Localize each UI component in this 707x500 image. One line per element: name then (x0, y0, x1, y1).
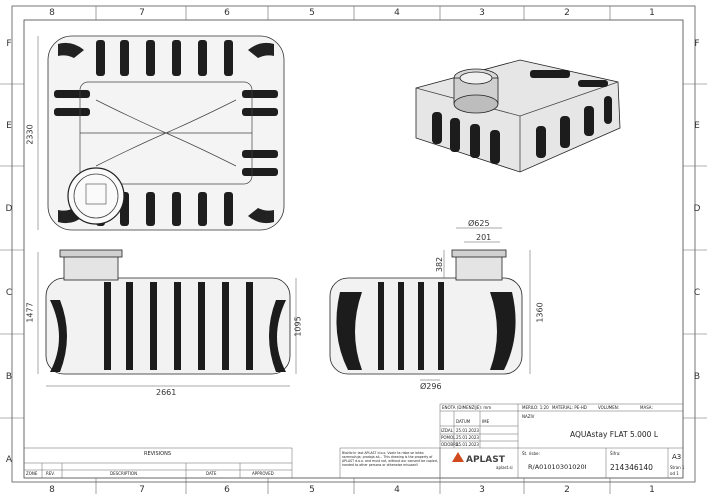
title-block (23, 403, 684, 479)
grid-col-1: 1 (649, 8, 655, 18)
grid-col-6: 6 (224, 8, 230, 18)
rev-col-rev: REV. (46, 471, 55, 476)
pom-label: POMOL (441, 435, 456, 440)
sheet-page: Stran 1 (670, 465, 685, 470)
dim-side-height: 1360 (535, 302, 545, 323)
izdal-date: 25.01.2023 (456, 428, 479, 433)
grid-row-d: D (5, 204, 13, 214)
grid-col-3: 3 (479, 8, 485, 18)
pom-date: 25.01.2023 (456, 435, 479, 440)
dim-front-length: 2661 (156, 388, 177, 397)
grid-row-b-right: B (693, 372, 701, 382)
scale-label: MERILO: 1:20 (522, 405, 549, 410)
dim-front-inner: 1095 (293, 316, 303, 337)
grid-ticks (0, 6, 707, 494)
rev-col-description: DESCRIPTION (110, 471, 138, 476)
ime-label: IME (482, 419, 490, 424)
dim-side-width: 201 (476, 233, 492, 242)
brand-name: APLAST (466, 455, 505, 465)
tank-side-view (329, 249, 523, 375)
dim-side-outlet: Ø296 (420, 382, 442, 391)
aplast-logo-mark (452, 452, 464, 462)
drawing-title: AQUAstay FLAT 5.000 L (570, 430, 659, 439)
grid-col-2-bottom: 2 (564, 485, 570, 495)
tank-front-view (45, 249, 291, 375)
drawing-number: R/A01010301020I (528, 463, 587, 471)
grid-col-6-bottom: 6 (224, 485, 230, 495)
drawing-code: 214346140 (610, 463, 653, 472)
dim-side-diameter: Ø625 (468, 219, 490, 228)
grid-row-d-right: D (693, 204, 701, 214)
revisions-title: REVISIONS (144, 451, 172, 457)
tank-iso-view (415, 59, 621, 173)
outer-frame (11, 5, 696, 483)
grid-col-4-bottom: 4 (394, 485, 400, 495)
material-label: MATERIAL: PE-HD (552, 405, 587, 410)
rev-col-zone: ZONE (26, 471, 38, 476)
grid-row-b: B (5, 372, 13, 382)
grid-col-5-bottom: 5 (309, 485, 315, 495)
drawing-no-label: Št. risbe: (522, 451, 540, 456)
grid-col-7: 7 (139, 8, 145, 18)
grid-row-c: C (5, 288, 13, 298)
grid-row-f: F (6, 39, 12, 49)
units-label: ENOTA (DIMENZIJE): mm (442, 405, 492, 410)
code-label: Šifra: (610, 451, 621, 456)
dimension-lines (37, 36, 531, 387)
tank-top-view (47, 35, 285, 231)
grid-col-3-bottom: 3 (479, 485, 485, 495)
odobril-date: 25.01.2023 (456, 442, 479, 447)
grid-col-7-bottom: 7 (139, 485, 145, 495)
property-disclaimer: Blažilo kr last APLAST d.o.o. Vsakr ta r… (342, 451, 438, 467)
izdal-label: IZDAL (441, 428, 453, 433)
rev-col-date: DATE (206, 471, 217, 476)
grid-row-e: E (6, 121, 12, 131)
grid-col-5: 5 (309, 8, 315, 18)
grid-row-a: A (5, 455, 13, 465)
grid-col-8-bottom: 8 (49, 485, 55, 495)
volume-label: VOLUMEN: (598, 405, 620, 410)
grid-col-8: 8 (49, 8, 55, 18)
grid-col-2: 2 (564, 8, 570, 18)
sheet-of: od 1 (670, 471, 679, 476)
dim-side-riser: 382 (435, 256, 445, 273)
brand-website: aplast.si (496, 465, 513, 470)
dim-front-height: 1477 (25, 302, 35, 323)
grid-col-1-bottom: 1 (649, 485, 655, 495)
mass-label: MASA: (640, 405, 653, 410)
dim-top-height: 2330 (25, 124, 35, 145)
naziv-label: NAZIV (522, 414, 535, 419)
grid-row-c-right: C (693, 288, 701, 298)
sheet-format: A3 (672, 453, 682, 461)
odobril-label: ODOBRIL (441, 442, 460, 447)
grid-row-f-right: F (694, 39, 700, 49)
grid-col-4: 4 (394, 8, 400, 18)
datum-label: DATUM (456, 419, 471, 424)
rev-col-approved: APPROVED (252, 471, 274, 476)
grid-row-e-right: E (694, 121, 700, 131)
